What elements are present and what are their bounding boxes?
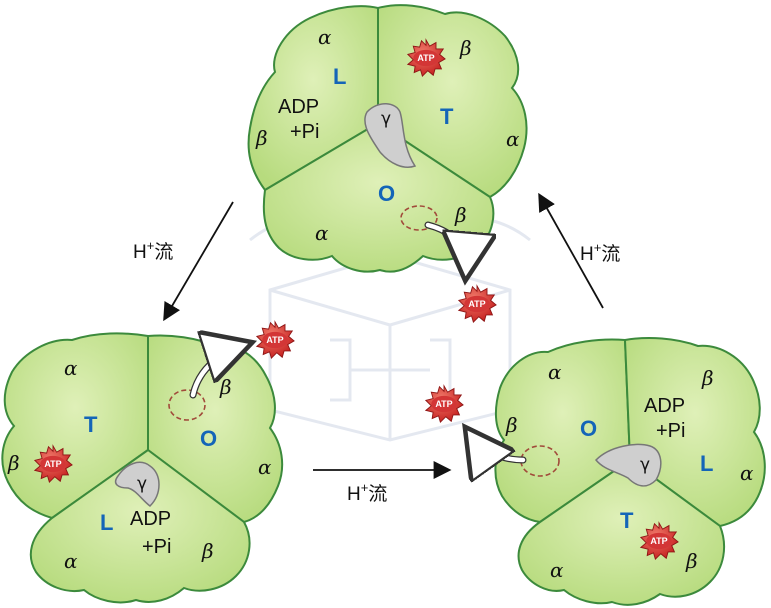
top-released-atp: ATP — [458, 285, 497, 323]
svg-text:H+流: H+流 — [347, 480, 387, 505]
top-f1-complex: γ α β β α α β L T O ADP +Pi ATP — [247, 4, 528, 273]
right-lobe-right — [623, 337, 766, 528]
svg-text:H+流: H+流 — [580, 240, 620, 265]
right-adp-label: ADP — [644, 395, 685, 417]
right-release-site — [520, 445, 560, 477]
left-release-site — [168, 389, 206, 421]
left-lobe-upper-left — [1, 332, 149, 520]
left-alpha-2: α — [258, 455, 272, 479]
svg-text:ATP: ATP — [468, 299, 485, 309]
left-alpha-3: α — [64, 549, 78, 573]
right-atp-bound: ATP — [640, 522, 679, 560]
flow-arrow-right: H+流 — [538, 192, 620, 309]
top-beta-1: β — [459, 36, 472, 60]
left-lobe-bottom — [29, 448, 251, 604]
top-lobe-upper-left — [247, 5, 379, 192]
flow-arrow-bottom: H+流 — [313, 461, 452, 505]
right-beta-3: β — [685, 549, 698, 573]
right-released-atp: ATP — [425, 385, 464, 423]
left-released-atp: ATP — [256, 321, 295, 359]
right-lobe-bottom — [517, 458, 726, 606]
left-adp-label: ADP — [130, 508, 171, 530]
left-atp-bound: ATP — [34, 445, 73, 483]
top-gamma-label: γ — [381, 109, 391, 129]
top-atp-bound: ATP — [407, 39, 446, 77]
flow-left-h: H — [133, 242, 147, 263]
svg-text:ATP: ATP — [435, 399, 452, 409]
top-alpha-1: α — [318, 25, 332, 49]
left-f1-complex: γ α β β α α β T O L ADP +Pi ATP — [1, 332, 284, 604]
flow-right-text: 流 — [601, 243, 620, 265]
svg-text:ATP: ATP — [44, 459, 61, 469]
left-pi-label: +Pi — [142, 536, 171, 558]
right-state-L: L — [700, 451, 713, 476]
right-alpha-3: α — [550, 558, 564, 582]
top-beta-3: β — [454, 203, 467, 227]
left-state-O: O — [200, 426, 217, 451]
right-beta-1: β — [701, 366, 714, 390]
top-alpha-3: α — [315, 221, 329, 245]
left-gamma-shape — [114, 461, 160, 507]
top-release-site — [400, 205, 438, 231]
top-state-T: T — [440, 104, 454, 129]
flow-arrow-left: H+流 — [133, 201, 234, 322]
flow-right-sup: + — [594, 240, 602, 255]
left-gamma-label: γ — [137, 474, 147, 494]
right-release-arrow — [470, 434, 527, 460]
top-release-arrow — [424, 221, 466, 272]
svg-text:H+流: H+流 — [133, 238, 173, 263]
right-pi-label: +Pi — [656, 420, 685, 442]
left-beta-2: β — [7, 451, 20, 475]
right-f1-complex: γ α β β α α β O L T ADP +Pi ATP — [494, 337, 766, 606]
right-lobe-left — [494, 338, 632, 524]
right-state-T: T — [620, 508, 634, 533]
top-pi-label: +Pi — [290, 121, 319, 143]
top-state-O: O — [378, 181, 395, 206]
left-beta-1: β — [219, 375, 232, 399]
flow-left-sup: + — [147, 238, 155, 253]
left-beta-3: β — [201, 539, 214, 563]
svg-text:ATP: ATP — [650, 536, 667, 546]
right-gamma-shape — [594, 443, 662, 487]
right-alpha-2: α — [740, 461, 754, 485]
top-gamma-shape — [364, 103, 417, 168]
top-state-L: L — [333, 64, 346, 89]
flow-right-h: H — [580, 244, 594, 265]
left-state-L: L — [100, 510, 113, 535]
flow-bottom-h: H — [347, 484, 361, 505]
right-beta-2: β — [505, 413, 518, 437]
right-alpha-1: α — [548, 360, 562, 384]
flow-left-text: 流 — [154, 241, 173, 263]
svg-text:ATP: ATP — [417, 53, 434, 63]
left-state-T: T — [84, 412, 98, 437]
svg-text:ATP: ATP — [266, 335, 283, 345]
top-beta-2: β — [255, 126, 268, 150]
left-release-arrow — [189, 345, 244, 399]
flow-bottom-sup: + — [361, 480, 369, 495]
right-state-O: O — [580, 416, 597, 441]
top-alpha-2: α — [506, 127, 520, 151]
top-adp-label: ADP — [278, 96, 319, 118]
flow-bottom-text: 流 — [368, 483, 387, 505]
right-gamma-label: γ — [640, 455, 650, 475]
left-alpha-1: α — [64, 356, 78, 380]
